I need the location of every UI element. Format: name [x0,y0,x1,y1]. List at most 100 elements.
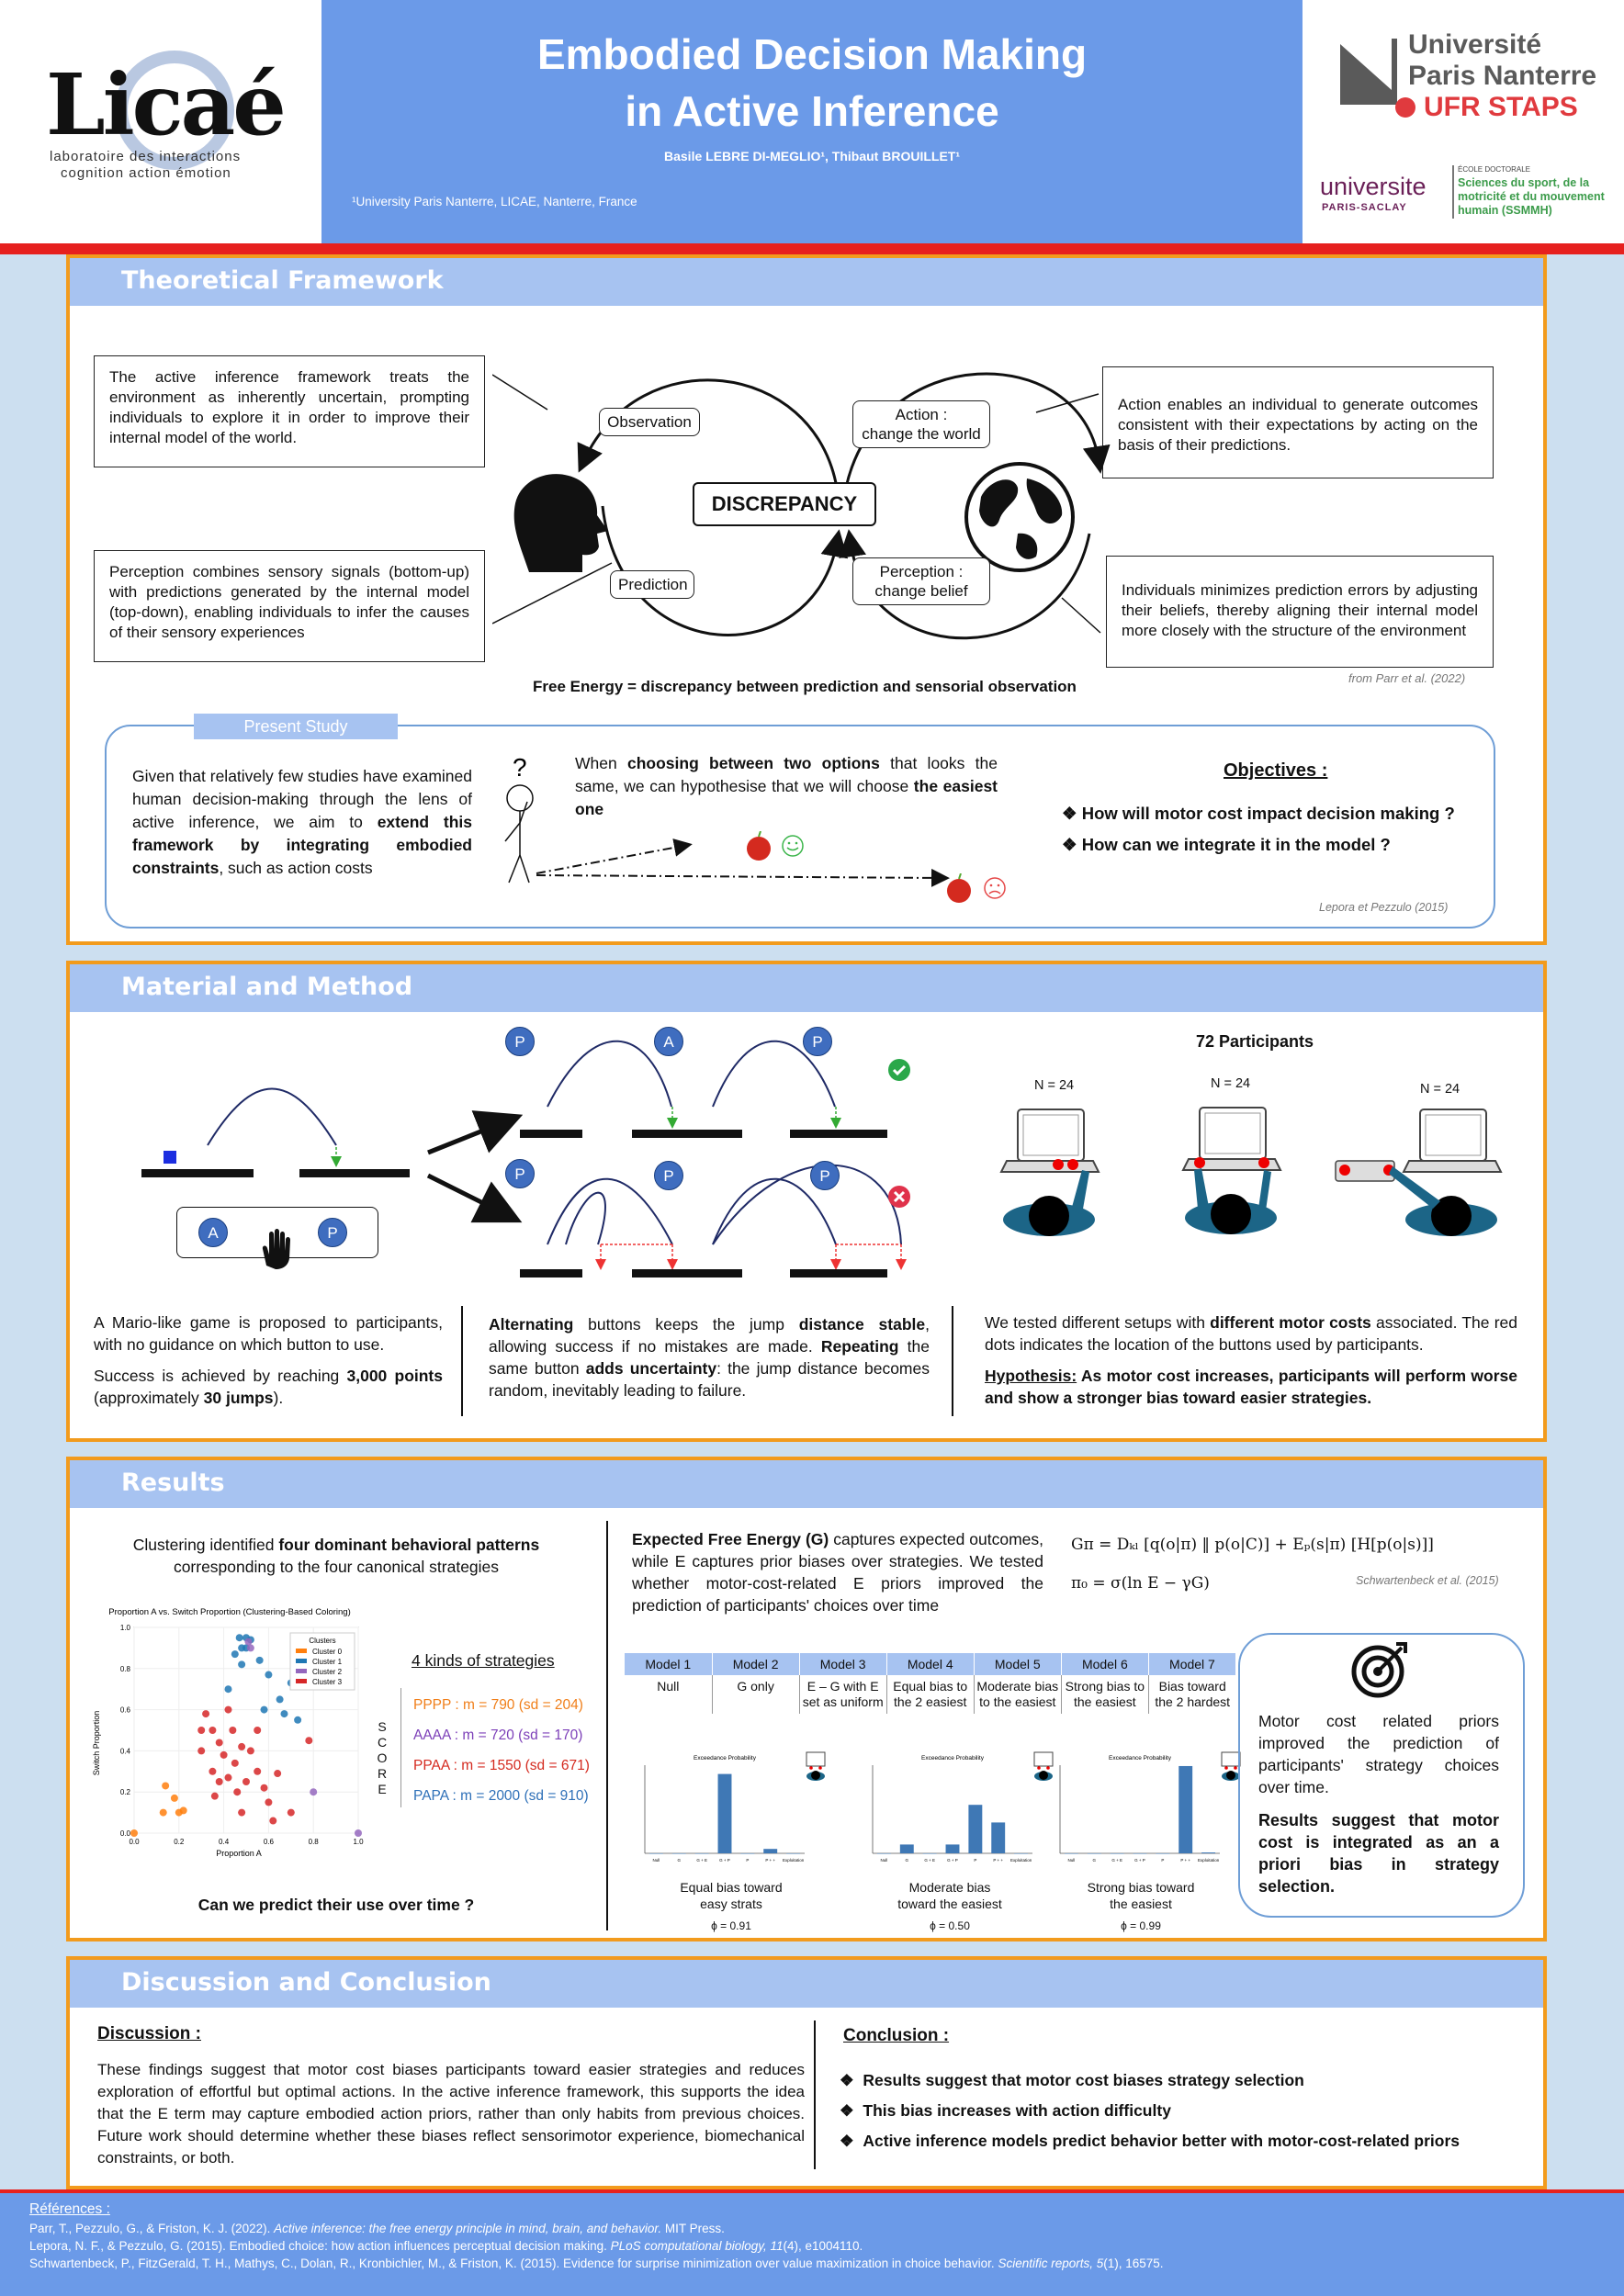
bar [1087,1853,1101,1854]
bar [1110,1853,1124,1854]
results-summary-panel [1238,1633,1525,1918]
red-dot-icon [1395,97,1415,118]
smiley-sad-icon [984,877,1006,899]
scatter-point [159,1808,167,1817]
model-header: Model 6 [1061,1653,1149,1675]
y-tick-label: 0.4 [120,1747,131,1755]
nanterre-logo-line3: UFR STAPS [1424,92,1578,122]
label-action-line1: Action : [895,406,948,423]
models-header-row: Model 1 Model 2 Model 3 Model 4 Model 5 … [625,1653,1237,1675]
model-header: Model 3 [799,1653,887,1675]
bar [1179,1765,1193,1853]
participant-head-icon [1226,1771,1235,1780]
bar-category-label: G [1093,1858,1097,1863]
scatter-point [305,1737,313,1745]
controller-button-p: P [318,1218,347,1247]
bar [717,1773,732,1853]
scatter-point [229,1727,237,1734]
theory-box-top-right: Action enables an individual to generate… [1102,366,1494,478]
group-n-3: N = 24 [1420,1082,1460,1097]
model-header: Model 5 [974,1653,1062,1675]
model-desc: Null [625,1675,713,1714]
label-action-line2: change the world [862,425,981,443]
smiley-happy-icon [782,835,804,857]
section-title: Discussion and Conclusion [121,1968,491,1997]
ecole-line3: humain (SSMMH) [1458,204,1552,217]
scatter-point [209,1727,217,1734]
section-title: Material and Method [121,973,413,1001]
x-tick-label: 0.4 [219,1838,230,1846]
bar-chart-title: Exceedance Probability [1109,1755,1172,1761]
scatter-point [254,1767,262,1775]
bar [1201,1852,1216,1853]
label-perception-line2: change belief [874,582,968,600]
scatter-point [238,1742,246,1750]
study-text: Given that relatively few studies have e… [132,767,472,877]
licae-logo-sub1: laboratoire des interactions [50,149,242,164]
citation-lepora: Lepora et Pezzulo (2015) [1319,901,1449,914]
objective-2: ❖ How can we integrate it in the model ? [1062,835,1391,854]
legend-swatch [296,1679,307,1683]
y-tick-label: 0.6 [120,1706,131,1715]
scatter-point [202,1710,210,1718]
button-p: P [505,1027,535,1056]
model-header: Model 1 [625,1653,713,1675]
reference-1: Parr, T., Pezzulo, G., & Friston, K. J. … [29,2222,725,2235]
scatter-point [294,1716,302,1724]
scatter-point [233,1788,242,1796]
bar-category-label: Exploitation [1010,1858,1032,1863]
button-dot-icon [809,1766,813,1770]
button-dot-icon [1234,1766,1237,1770]
platform [141,1169,254,1177]
group-n-1: N = 24 [1034,1078,1075,1093]
bar [991,1822,1006,1853]
section-discussion: Discussion and Conclusion Discussion : T… [66,1956,1547,2189]
conclusion-2: ❖ This bias increases with action diffic… [840,2101,1171,2120]
method-text-3: We tested different setups with differen… [985,1313,1518,1407]
x-tick-label: 0.2 [174,1838,185,1846]
diamond-bullet-icon: ❖ [840,2132,863,2150]
model-header: Model 4 [886,1653,975,1675]
choice-text: When choosing between two options that l… [575,754,998,818]
laptop-thumbnail-icon [806,1751,826,1767]
bar-category-label: P + + [993,1858,1003,1863]
licae-logo: Licaé laboratoire des interactions cogni… [37,46,287,193]
bar-category-label: P + + [1180,1858,1190,1863]
bar-category-label: G + E [924,1858,935,1863]
scatter-point [242,1778,250,1785]
scatter-point [244,1638,253,1646]
bar [1064,1853,1078,1854]
head-silhouette-icon [513,474,608,572]
bar [1133,1853,1147,1854]
scatter-point [276,1695,284,1704]
equation-2: π₀ = σ(ln E − γG) [1071,1574,1210,1593]
success-check-icon [888,1059,910,1081]
y-tick-label: 0.2 [120,1788,131,1796]
section-title: Results [121,1469,225,1497]
scatter-point [246,1747,254,1755]
group-n-2: N = 24 [1211,1076,1251,1091]
cluster-text: Clustering identified four dominant beha… [132,1536,540,1576]
scatter-point [197,1727,206,1734]
platform [632,1269,742,1277]
scatter-point [224,1773,232,1782]
model-header: Model 2 [712,1653,800,1675]
bar [694,1853,709,1854]
method-text-1: A Mario-like game is proposed to partici… [94,1313,443,1407]
scatter-point [130,1829,138,1837]
bar-category-label: Exploitation [783,1858,805,1863]
scatter-xlabel: Proportion A [216,1849,262,1858]
scatter-point [235,1634,243,1642]
bar-category-label: G + P [947,1858,958,1863]
models-table: Model 1 Model 2 Model 3 Model 4 Model 5 … [625,1653,1237,1714]
scatter-point [265,1798,273,1806]
saclay-word: universite [1320,173,1427,200]
bar-category-label: G [906,1858,909,1863]
method-divider [461,1306,463,1416]
bar-category-label: Null [881,1858,888,1863]
